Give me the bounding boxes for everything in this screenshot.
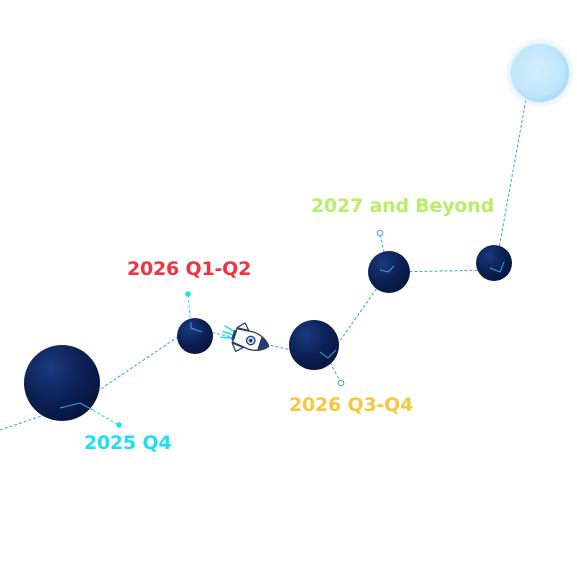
milestone-label-2026q3: 2026 Q3-Q4: [289, 394, 414, 416]
planet-2025q4: [24, 345, 100, 421]
planet-2027: [368, 251, 410, 293]
route-junctions: [59, 261, 505, 411]
milestone-label-2025q4: 2025 Q4: [84, 432, 172, 454]
rocket-icon: [220, 322, 270, 353]
planet-waypoint: [476, 245, 512, 281]
destination-planet-icon: [504, 37, 576, 109]
milestone-label-2026q1: 2026 Q1-Q2: [127, 258, 252, 280]
milestone-label-2027: 2027 and Beyond: [311, 195, 494, 217]
planet-2026q1: [177, 318, 213, 354]
planet-2026q3: [289, 320, 339, 370]
